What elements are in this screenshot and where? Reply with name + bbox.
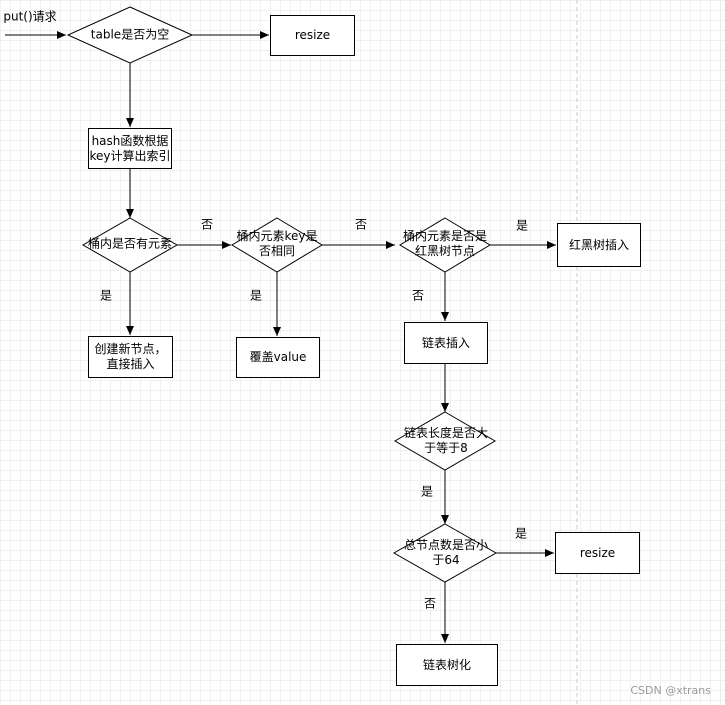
decision-total-nodes [392, 523, 498, 583]
edge-label-yes-bucket: 是 [99, 288, 113, 303]
watermark: CSDN @xtrans [630, 684, 711, 697]
process-rbtree-insert: 红黑树插入 [557, 223, 641, 267]
decision-list-len [394, 411, 496, 471]
edge-label-yes-rbtree: 是 [515, 218, 529, 233]
process-hash-index: hash函数根据 key计算出索引 [88, 128, 172, 169]
decision-is-rbtree [399, 217, 491, 273]
edge-label-yes-total: 是 [514, 526, 528, 541]
edge-label-yes-key: 是 [249, 288, 263, 303]
decision-list-len-label: 链表长度是否大 于等于8 [403, 426, 489, 455]
decision-table-empty-label: table是否为空 [90, 27, 170, 42]
decision-table-empty [66, 6, 194, 64]
decision-is-rbtree-label: 桶内元素是否是 红黑树节点 [402, 229, 488, 258]
edge-label-no-rbtree: 否 [411, 288, 425, 303]
edge-label-no-bucket: 否 [200, 217, 214, 232]
start-label: put()请求 [3, 9, 57, 24]
process-treeify: 链表树化 [396, 644, 498, 686]
process-resize-bottom: resize [555, 532, 640, 574]
decision-bucket-has [81, 217, 179, 273]
process-overwrite: 覆盖value [236, 337, 320, 378]
decision-key-same [231, 217, 323, 273]
process-resize-top: resize [270, 15, 355, 56]
edge-label-no-key: 否 [354, 217, 368, 232]
edge-label-yes-len: 是 [420, 484, 434, 499]
decision-key-same-label: 桶内元素key是 否相同 [236, 229, 318, 258]
decision-bucket-has-label: 桶内是否有元素 [87, 236, 173, 251]
decision-total-nodes-label: 总节点数是否小 于64 [403, 538, 489, 567]
edge-label-no-total: 否 [423, 596, 437, 611]
process-list-insert: 链表插入 [404, 322, 488, 364]
process-create-node: 创建新节点， 直接插入 [88, 336, 173, 378]
